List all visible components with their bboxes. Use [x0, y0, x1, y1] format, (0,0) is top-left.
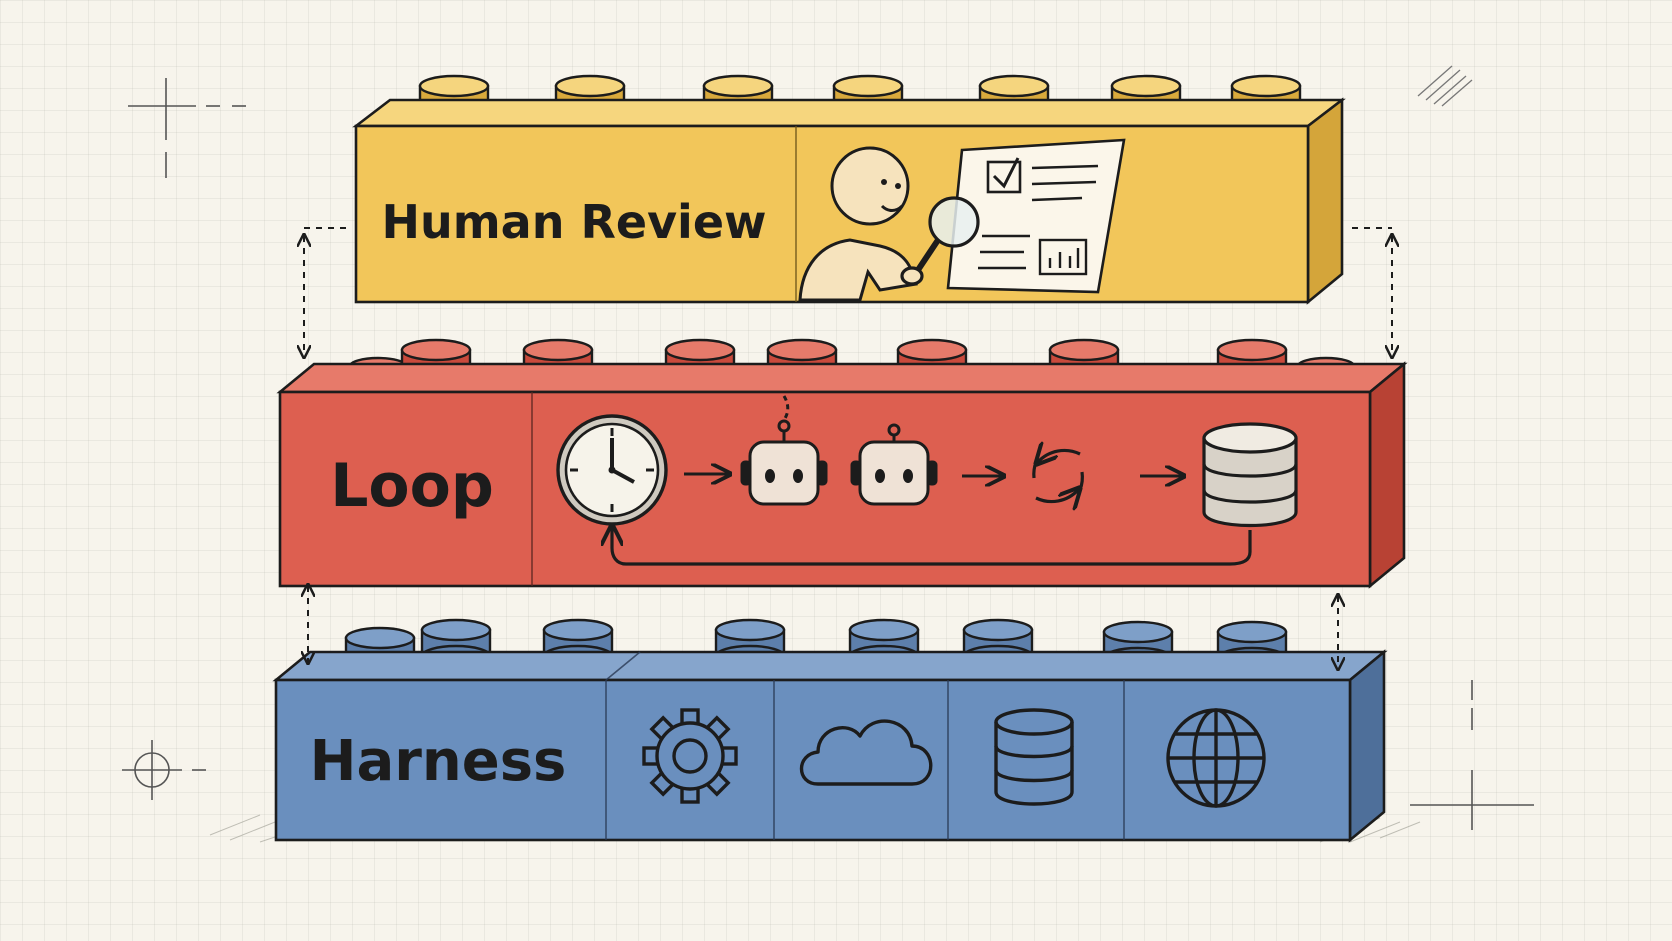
cloud-icon [800, 719, 933, 786]
hatch-mark-top-right [1417, 65, 1473, 107]
clock-icon [556, 414, 668, 526]
database-icon [994, 708, 1074, 806]
loop-side-face [1368, 361, 1406, 589]
connector-arrows [304, 227, 1392, 668]
loop-top-face [276, 362, 1408, 394]
gear-icon [642, 708, 738, 804]
loop-brick: Loop [276, 338, 1408, 589]
harness-label: Harness [310, 729, 567, 794]
bar-chart-icon [1038, 238, 1088, 276]
robot-icon [850, 423, 938, 506]
magnifier-icon [900, 196, 980, 286]
crosshair-mark-bottom-left [122, 740, 206, 800]
loop-label: Loop [330, 451, 494, 521]
globe-icon [1166, 708, 1266, 808]
human-review-side-face [1306, 97, 1344, 305]
crosshair-mark-top-left [128, 78, 246, 178]
human-review-label: Human Review [381, 195, 766, 249]
refresh-icon [1034, 450, 1083, 501]
harness-top-face [272, 650, 1388, 682]
robot-icon [740, 395, 828, 506]
feedback-loop-arrow [612, 528, 1252, 566]
harness-brick: Harness [272, 618, 1388, 843]
person-icon [798, 146, 918, 302]
checklist-document-icon [946, 138, 1126, 294]
harness-side-face [1348, 649, 1386, 843]
human-review-brick: Human Review [352, 74, 1346, 305]
loop-front-face [278, 390, 1372, 588]
database-icon [1202, 422, 1298, 528]
crosshair-mark-bottom-right [1410, 680, 1534, 830]
human-review-top-face [352, 98, 1346, 128]
harness-front-face [274, 678, 1352, 842]
